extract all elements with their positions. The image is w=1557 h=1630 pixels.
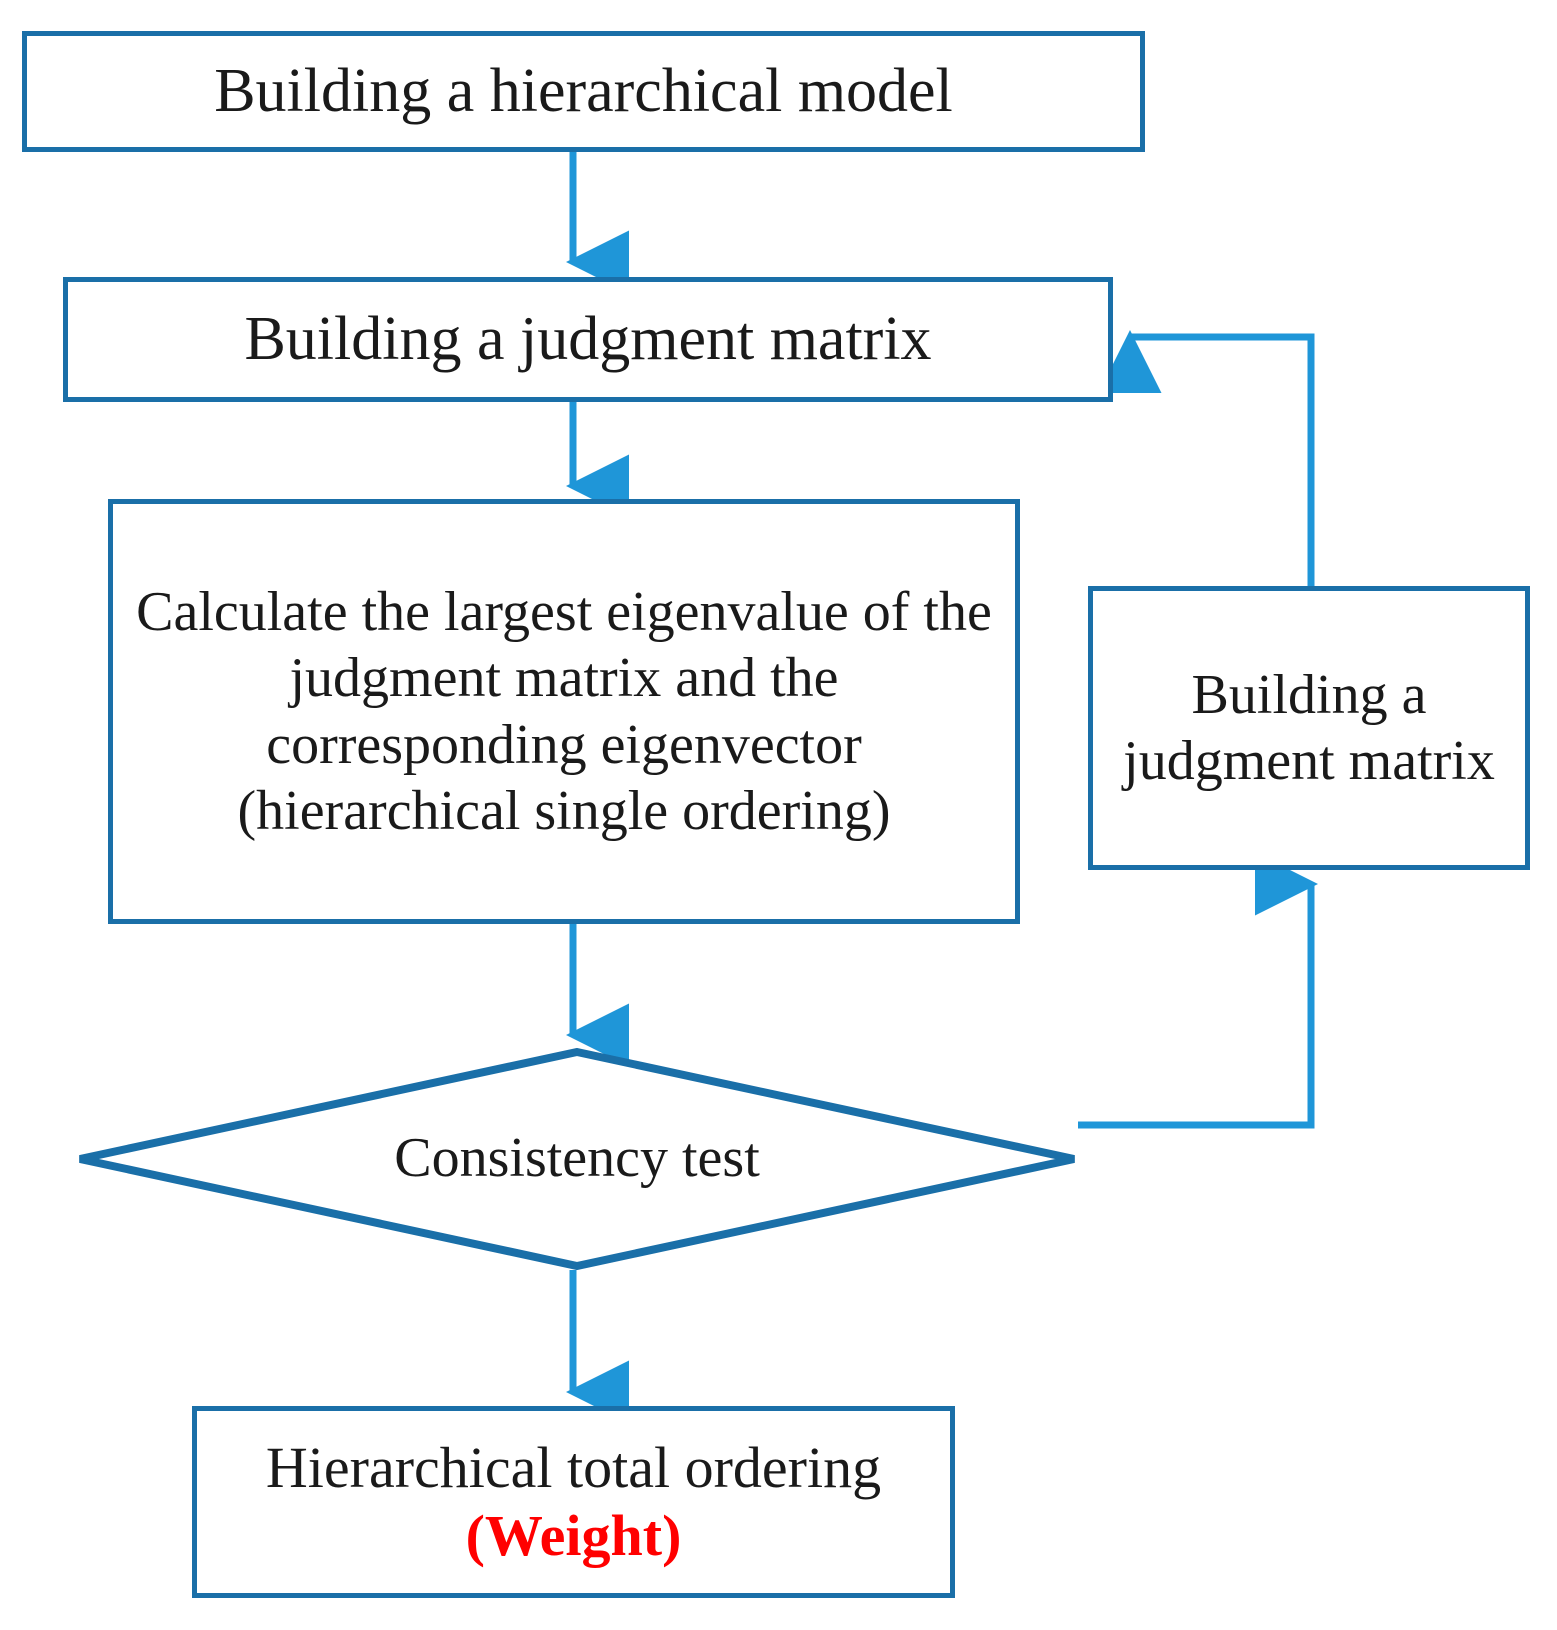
node-label: Hierarchical total ordering (Weight) xyxy=(197,1434,950,1571)
node-building-judgment-matrix[interactable]: Building a judgment matrix xyxy=(63,277,1113,402)
node-label: Building a judgment matrix xyxy=(1123,663,1495,792)
diamond-shape-icon xyxy=(79,1048,1075,1270)
node-label: Building a hierarchical model xyxy=(214,56,953,125)
node-label: Building a judgment matrix xyxy=(244,304,932,373)
node-calculate-largest-eigenvalue[interactable]: Calculate the largest eigenvalue of the … xyxy=(108,499,1020,924)
node-label-weight-highlight: (Weight) xyxy=(465,1503,682,1568)
node-building-hierarchical-model[interactable]: Building a hierarchical model xyxy=(22,31,1145,152)
edge-retry-to-matrix xyxy=(1098,330,1315,586)
node-label: Consistency test xyxy=(394,1127,760,1190)
node-hierarchical-total-ordering[interactable]: Hierarchical total ordering (Weight) xyxy=(192,1406,955,1598)
node-label: Calculate the largest eigenvalue of the … xyxy=(136,581,992,842)
node-consistency-test[interactable]: Consistency test xyxy=(76,1048,1078,1270)
node-label-main: Hierarchical total ordering xyxy=(265,1434,882,1500)
edge-test-to-retry xyxy=(1078,852,1318,1129)
node-building-judgment-matrix-retry[interactable]: Building a judgment matrix xyxy=(1088,586,1530,870)
